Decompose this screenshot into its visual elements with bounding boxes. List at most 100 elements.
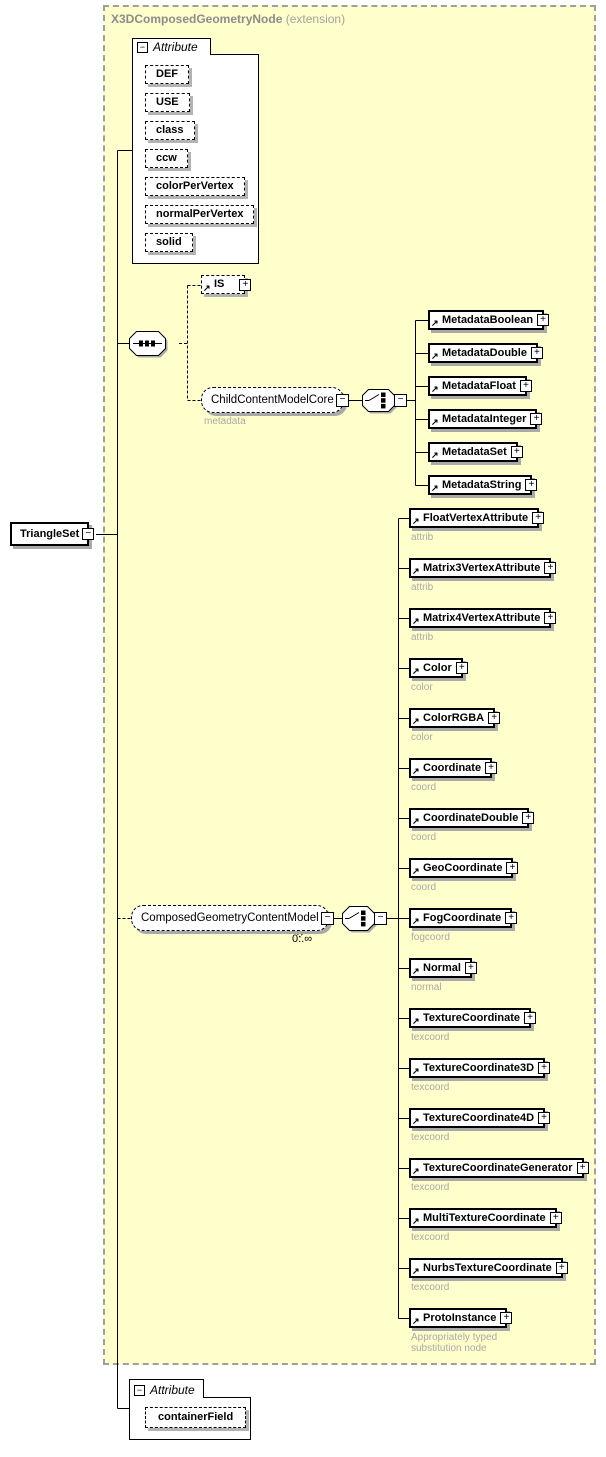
expand-icon[interactable]: + xyxy=(544,562,557,574)
element-TextureCoordinate4D[interactable]: ↗ TextureCoordinate4D + xyxy=(409,1108,551,1128)
expand-icon[interactable]: + xyxy=(519,380,532,392)
element-row: ↗ FloatVertexAttribute + attrib xyxy=(409,508,545,543)
expand-icon[interactable]: + xyxy=(488,712,501,724)
element-annotation: texcoord xyxy=(411,1132,450,1143)
expand-icon[interactable]: + xyxy=(544,612,557,624)
expand-icon[interactable]: + xyxy=(485,762,498,774)
expand-icon[interactable]: + xyxy=(530,347,543,359)
expand-icon[interactable]: + xyxy=(510,446,523,458)
reference-arrow-icon: ↗ xyxy=(203,283,211,293)
element-row: ↗ Matrix4VertexAttribute + attrib xyxy=(409,608,557,643)
reference-arrow-icon: ↗ xyxy=(431,384,439,394)
group-ChildContentModelCore[interactable]: ChildContentModelCore xyxy=(201,387,344,413)
group-label: ComposedGeometryContentModel xyxy=(141,912,319,924)
attribute-USE[interactable]: USE xyxy=(145,93,190,112)
element-Normal[interactable]: ↗ Normal + xyxy=(409,958,477,978)
element-MetadataSet[interactable]: ↗ MetadataSet + xyxy=(428,442,523,462)
collapse-icon[interactable]: − xyxy=(134,1385,145,1396)
expand-icon[interactable]: + xyxy=(576,1162,589,1174)
element-Matrix4VertexAttribute[interactable]: ↗ Matrix4VertexAttribute + xyxy=(409,608,557,628)
element-FloatVertexAttribute[interactable]: ↗ FloatVertexAttribute + xyxy=(409,508,545,528)
reference-arrow-icon: ↗ xyxy=(412,1316,420,1326)
element-MetadataFloat[interactable]: ↗ MetadataFloat + xyxy=(428,376,532,396)
element-MultiTextureCoordinate[interactable]: ↗ MultiTextureCoordinate + xyxy=(409,1208,562,1228)
expand-icon[interactable]: + xyxy=(538,1062,551,1074)
expand-icon[interactable]: + xyxy=(239,278,252,291)
collapse-icon[interactable]: − xyxy=(137,42,148,53)
reference-arrow-icon: ↗ xyxy=(412,816,420,826)
element-MetadataString[interactable]: ↗ MetadataString + xyxy=(428,475,538,495)
group-ComposedGeometryContentModel[interactable]: ComposedGeometryContentModel xyxy=(131,905,329,931)
expand-icon[interactable]: + xyxy=(506,862,519,874)
expand-icon[interactable]: + xyxy=(532,512,545,524)
attribute-group-header: Attribute xyxy=(150,1383,195,1397)
expand-icon[interactable]: + xyxy=(455,662,468,674)
element-MetadataDouble[interactable]: ↗ MetadataDouble + xyxy=(428,343,543,363)
element-Matrix3VertexAttribute[interactable]: ↗ Matrix3VertexAttribute + xyxy=(409,558,557,578)
attribute-DEF[interactable]: DEF xyxy=(145,65,189,84)
element-MetadataBoolean[interactable]: ↗ MetadataBoolean + xyxy=(428,310,550,330)
extension-qualifier: (extension) xyxy=(285,12,346,26)
expand-icon[interactable]: + xyxy=(505,912,518,924)
element-label: GeoCoordinate xyxy=(423,862,503,874)
element-label: Normal xyxy=(423,962,461,974)
element-ProtoInstance[interactable]: ↗ ProtoInstance + xyxy=(409,1308,513,1328)
reference-arrow-icon: ↗ xyxy=(412,616,420,626)
element-NurbsTextureCoordinate[interactable]: ↗ NurbsTextureCoordinate + xyxy=(409,1258,568,1278)
element-label: MetadataBoolean xyxy=(442,314,534,326)
attribute-solid[interactable]: solid xyxy=(145,233,193,252)
element-Color[interactable]: ↗ Color + xyxy=(409,658,468,678)
expand-icon[interactable]: + xyxy=(522,812,535,824)
element-Coordinate[interactable]: ↗ Coordinate + xyxy=(409,758,498,778)
element-row: ↗ ProtoInstance + Appropriately typed su… xyxy=(409,1308,513,1354)
element-row: ↗ ColorRGBA + color xyxy=(409,708,501,743)
element-TextureCoordinate3D[interactable]: ↗ TextureCoordinate3D + xyxy=(409,1058,551,1078)
element-label: MetadataInteger xyxy=(442,413,527,425)
element-CoordinateDouble[interactable]: ↗ CoordinateDouble + xyxy=(409,808,535,828)
expand-icon[interactable]: + xyxy=(500,1312,513,1324)
expand-icon[interactable]: + xyxy=(549,1212,562,1224)
element-FogCoordinate[interactable]: ↗ FogCoordinate + xyxy=(409,908,518,928)
element-TextureCoordinate[interactable]: ↗ TextureCoordinate + xyxy=(409,1008,536,1028)
expand-icon[interactable]: + xyxy=(523,1012,536,1024)
element-row: ↗ Matrix3VertexAttribute + attrib xyxy=(409,558,557,593)
collapse-icon[interactable]: − xyxy=(82,528,95,540)
reference-arrow-icon: ↗ xyxy=(412,1266,420,1276)
collapse-icon[interactable]: − xyxy=(336,394,349,407)
expand-icon[interactable]: + xyxy=(530,413,543,425)
element-row: ↗ TextureCoordinateGenerator + texcoord xyxy=(409,1158,589,1193)
reference-arrow-icon: ↗ xyxy=(431,483,439,493)
reference-arrow-icon: ↗ xyxy=(431,450,439,460)
attribute-colorPerVertex[interactable]: colorPerVertex xyxy=(145,177,245,196)
reference-arrow-icon: ↗ xyxy=(412,666,420,676)
element-row: ↗ MetadataDouble + xyxy=(428,343,543,363)
element-annotation: normal xyxy=(411,982,442,993)
element-MetadataInteger[interactable]: ↗ MetadataInteger + xyxy=(428,409,543,429)
element-ColorRGBA[interactable]: ↗ ColorRGBA + xyxy=(409,708,501,728)
element-IS[interactable]: ↗ IS + xyxy=(201,275,252,294)
element-annotation: coord xyxy=(411,782,437,793)
element-GeoCoordinate[interactable]: ↗ GeoCoordinate + xyxy=(409,858,519,878)
attribute-class[interactable]: class xyxy=(145,121,195,140)
expand-icon[interactable]: + xyxy=(464,962,477,974)
element-TriangleSet[interactable]: TriangleSet − xyxy=(10,522,95,546)
element-row: ↗ TextureCoordinate3D + texcoord xyxy=(409,1058,551,1093)
attribute-containerField[interactable]: containerField xyxy=(145,1407,247,1428)
attribute-normalPerVertex[interactable]: normalPerVertex xyxy=(145,205,255,224)
expand-icon[interactable]: + xyxy=(537,314,550,326)
element-row: ↗ Color + color xyxy=(409,658,468,693)
expand-icon[interactable]: + xyxy=(538,1112,551,1124)
expand-icon[interactable]: + xyxy=(525,479,538,491)
collapse-icon[interactable]: − xyxy=(374,912,387,925)
element-row: ↗ Coordinate + coord xyxy=(409,758,498,793)
element-annotation: Appropriately typed substitution node xyxy=(411,1332,498,1354)
collapse-icon[interactable]: − xyxy=(394,394,407,407)
reference-arrow-icon: ↗ xyxy=(412,566,420,576)
element-annotation: texcoord xyxy=(411,1182,450,1193)
expand-icon[interactable]: + xyxy=(555,1262,568,1274)
attribute-ccw[interactable]: ccw xyxy=(145,149,188,168)
collapse-icon[interactable]: − xyxy=(321,912,334,925)
element-TextureCoordinateGenerator[interactable]: ↗ TextureCoordinateGenerator + xyxy=(409,1158,589,1178)
element-annotation: texcoord xyxy=(411,1082,450,1093)
